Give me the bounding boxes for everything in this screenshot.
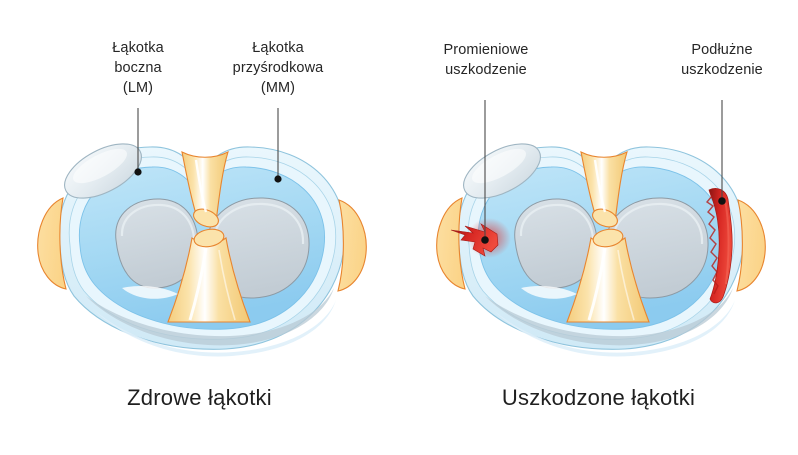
longitudinal-tear-lesion [705, 188, 733, 304]
panel-damaged: Promieniowe uszkodzenie Podłużne uszkodz… [399, 0, 798, 455]
label-medial-meniscus: Łąkotka przyśrodkowa (MM) [232, 40, 324, 96]
leader-line-radial-tear [481, 100, 489, 244]
lateral-collateral-ligament [37, 197, 67, 290]
posterior-cruciate-ligament [580, 150, 628, 228]
leader-line-longitudinal-tear [718, 100, 726, 205]
leader-line-medial [274, 108, 282, 183]
anterior-cruciate-ligament [566, 228, 650, 323]
label-longitudinal-tear: Podłużne uszkodzenie [681, 42, 763, 78]
medial-collateral-ligament [736, 199, 766, 292]
label-radial-tear: Promieniowe uszkodzenie [443, 42, 529, 78]
leader-line-lateral [134, 108, 142, 176]
caption-damaged: Uszkodzone łąkotki [501, 385, 696, 410]
damaged-knee-diagram [436, 100, 766, 357]
lateral-collateral-ligament [436, 197, 466, 290]
posterior-capsule-bands [86, 288, 336, 357]
medial-collateral-ligament [337, 199, 367, 292]
posterior-capsule-bands [485, 288, 735, 357]
anterior-horn-detail [521, 286, 577, 299]
label-lateral-meniscus: Łąkotka boczna (LM) [112, 40, 164, 96]
radial-tear-lesion [450, 218, 511, 258]
posterior-cruciate-ligament [181, 150, 229, 228]
panel-healthy: Łąkotka boczna (LM) Łąkotka przyśrodkowa… [37, 40, 367, 410]
anterior-horn-detail [122, 286, 178, 299]
anterior-cruciate-ligament [167, 228, 251, 323]
transverse-ligament-oval [64, 143, 142, 199]
healthy-knee-diagram [37, 108, 367, 357]
caption-healthy: Zdrowe łąkotki [127, 385, 272, 410]
